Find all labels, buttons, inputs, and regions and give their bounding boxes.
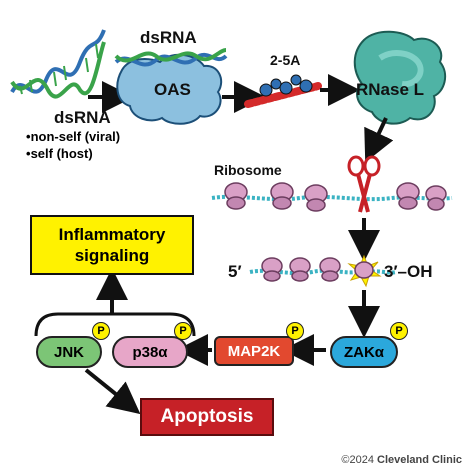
cleavage-burst-icon xyxy=(347,254,382,288)
oas-blob-icon xyxy=(114,48,228,125)
mrna-strand-cleaved xyxy=(249,257,397,282)
copyright-symbol: ©2024 xyxy=(341,454,374,466)
inflammatory-line-1: Inflammatory xyxy=(58,225,166,244)
jnk-node: JNK xyxy=(36,336,102,368)
rnase-l-icon xyxy=(353,30,447,125)
label-2-5a: 2-5A xyxy=(270,52,301,68)
zak-phospho-icon: P xyxy=(390,322,408,340)
label-ribosome: Ribosome xyxy=(214,162,282,178)
label-dsrna-top: dsRNA xyxy=(140,28,197,47)
inflammatory-signaling-box: Inflammatory signaling xyxy=(30,215,194,275)
bullet-self: self (host) xyxy=(26,145,120,162)
kinase-bracket xyxy=(34,312,196,337)
map2k-label: MAP2K xyxy=(227,342,281,360)
label-5-prime: 5′ xyxy=(228,262,242,281)
bullet-non-self: non-self (viral) xyxy=(26,128,121,145)
p38-phospho-icon: P xyxy=(174,322,192,340)
map2k-node: MAP2K xyxy=(214,336,294,366)
scissors-icon xyxy=(347,155,381,213)
zak-label: ZAKα xyxy=(343,343,385,361)
inflammatory-line-2: signaling xyxy=(74,246,150,265)
arrow-jnk-to-apoptosis xyxy=(84,368,141,415)
p38-label: p38α xyxy=(132,343,168,361)
dsrna-helix-icon xyxy=(10,29,106,99)
label-dsrna-left: dsRNA xyxy=(54,108,111,127)
mrna-strand-top xyxy=(211,194,453,202)
copyright-org: Cleveland Clinic xyxy=(377,454,462,466)
copyright-notice: ©2024 Cleveland Clinic xyxy=(341,454,462,466)
map2k-phospho-icon: P xyxy=(286,322,304,340)
apoptosis-label: Apoptosis xyxy=(160,406,254,427)
two-five-a-icon xyxy=(244,74,322,108)
jnk-phospho-icon: P xyxy=(92,322,110,340)
dsrna-source-list: non-self (viral) self (host) xyxy=(26,128,121,162)
ribosome-icon xyxy=(224,182,447,212)
p38-node: p38α xyxy=(112,336,188,368)
apoptosis-box: Apoptosis xyxy=(140,398,274,436)
label-rnase-l: RNase L xyxy=(356,80,425,99)
jnk-label: JNK xyxy=(53,343,84,361)
label-3-prime-oh: 3′–OH xyxy=(384,262,433,281)
label-oas: OAS xyxy=(154,80,191,99)
arrow-rnase-l-to-scissors xyxy=(364,117,394,163)
zak-node: ZAKα xyxy=(330,336,398,368)
